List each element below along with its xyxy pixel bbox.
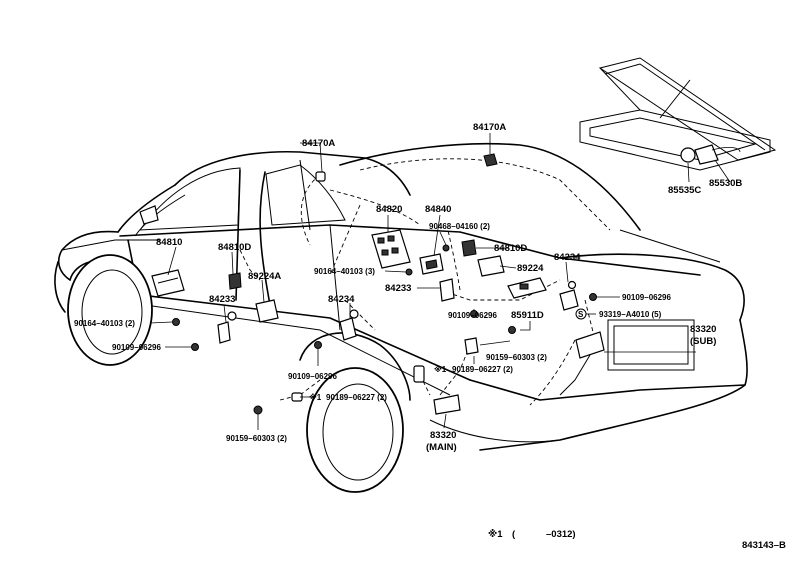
label-90109-mid: 90109–06296 — [448, 311, 497, 320]
label-84233-left: 84233 — [209, 294, 235, 305]
label-84810D-right: 84810D — [494, 243, 527, 254]
label-84234-mid: 84234 — [328, 294, 355, 305]
part-84233-mid-switch — [439, 278, 455, 302]
label-84810: 84810 — [156, 237, 182, 248]
part-clip-90189-mid — [413, 365, 425, 383]
part-harness-clip-mid — [464, 337, 479, 355]
label-89224: 89224 — [517, 263, 544, 274]
label-90468: 90468–04160 (2) — [429, 222, 490, 231]
part-84840-switch — [419, 253, 444, 275]
part-bolt-90164-left — [172, 318, 180, 326]
label-90159-mid: 90159–60303 (2) — [486, 353, 547, 362]
leader-lines — [149, 133, 731, 430]
label-90164-left: 90164–40103 (2) — [74, 319, 135, 328]
part-bolt-90109-right — [589, 293, 597, 301]
wire-harness — [239, 174, 596, 406]
part-labels: 84170A 84170A 85535C 85530B 84820 84840 … — [74, 122, 742, 453]
part-84810-switch — [151, 269, 185, 297]
rear-wheel — [306, 367, 404, 493]
part-bolt-90109-low — [314, 341, 322, 349]
label-83320-sub-tag: (SUB) — [690, 336, 716, 347]
label-83320-main: 83320 — [430, 430, 456, 441]
label-84810D-left: 84810D — [218, 242, 251, 253]
part-84810D-right — [461, 239, 477, 257]
part-83320-main — [433, 394, 461, 415]
label-90109-right: 90109–06296 — [622, 293, 671, 302]
label-85530B: 85530B — [709, 178, 742, 189]
trunk-lid-inset — [579, 57, 777, 171]
front-wheel — [67, 254, 153, 366]
label-85535C: 85535C — [668, 185, 701, 196]
label-83320-sub: 83320 — [690, 324, 716, 335]
part-83320-sub-stay — [559, 331, 605, 396]
part-84234-mid-switch — [339, 309, 359, 341]
part-89224A-sensor — [255, 299, 279, 323]
part-84170A-roof — [315, 171, 326, 182]
label-90189-mid: 90189–06227 (2) — [452, 365, 513, 374]
label-s-mark: S — [578, 310, 584, 319]
label-90109-low: 90109–06296 — [288, 372, 337, 381]
label-84170A-top: 84170A — [473, 122, 506, 133]
label-89224A: 89224A — [248, 271, 281, 282]
footnote-open: ( — [512, 529, 516, 540]
part-84233-left-switch — [217, 311, 237, 344]
label-ref-mark-mid: ※1 — [434, 364, 447, 374]
label-84170A-roof: 84170A — [302, 138, 335, 149]
label-90189-low: 90189–06227 (2) — [326, 393, 387, 402]
label-84233-mid: 84233 — [385, 283, 411, 294]
label-85911D: 85911D — [511, 310, 544, 321]
label-90164-mid: 90164–40103 (3) — [314, 267, 375, 276]
part-84170A-top — [483, 153, 498, 167]
s-mark-circle — [575, 308, 587, 320]
footnote: ※1 ( –0312) — [488, 529, 576, 540]
part-bolt-90159-mid — [508, 326, 516, 334]
label-90109-left: 90109–06296 — [112, 343, 161, 352]
label-93319: 93319–A4010 (5) — [599, 310, 662, 319]
label-90159-low: 90159–60303 (2) — [226, 434, 287, 443]
part-bolt-90159-low — [253, 405, 263, 415]
label-84840: 84840 — [425, 204, 451, 215]
label-84234-right: 84234 — [554, 252, 581, 263]
label-84820: 84820 — [376, 204, 402, 215]
label-ref-mark-low: ※1 — [309, 392, 322, 402]
part-89224-sensor — [477, 255, 505, 277]
footnote-range: –0312) — [546, 529, 576, 540]
car-body-outline — [54, 142, 748, 451]
part-bolt-90109-left — [191, 343, 199, 351]
part-84820-switch — [371, 229, 411, 269]
part-84234-right-switch — [559, 280, 579, 311]
part-84810D-left — [228, 272, 242, 290]
part-bolt-90164-mid — [405, 268, 413, 276]
footnote-mark: ※1 — [488, 529, 503, 540]
diagram-id: 843143–B — [742, 540, 786, 551]
part-85911D-relay — [507, 277, 547, 299]
label-83320-main-tag: (MAIN) — [426, 442, 457, 453]
part-bolt-90468 — [442, 244, 450, 252]
